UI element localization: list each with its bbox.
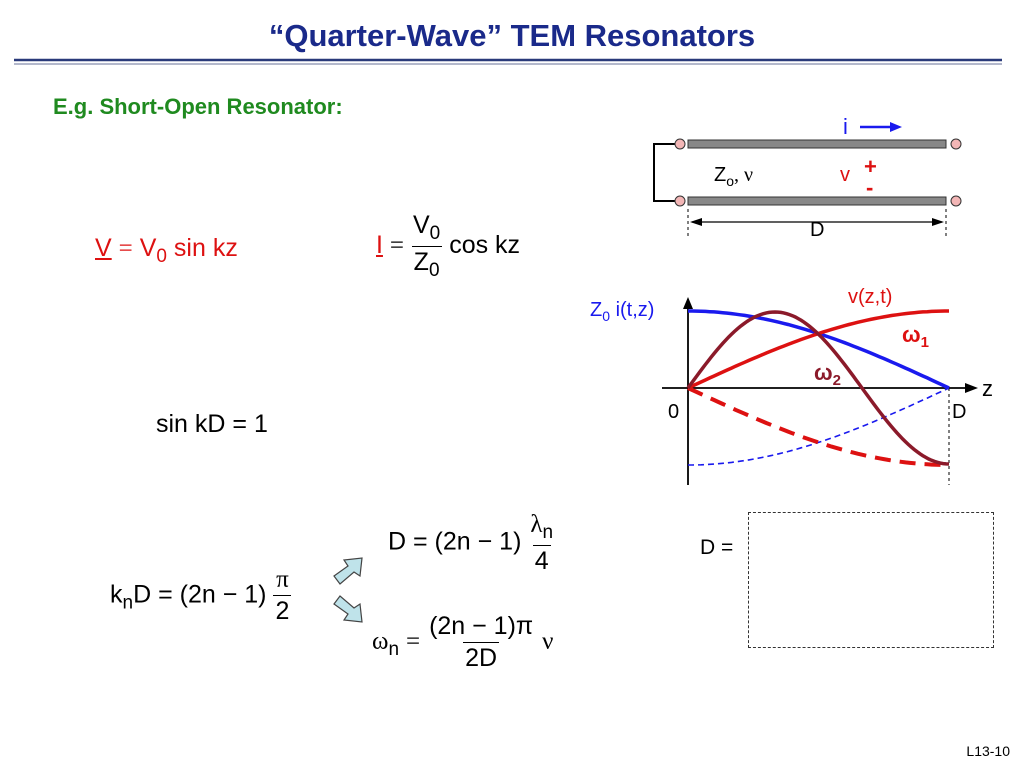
voltage-equation: V = V0 sin kz bbox=[95, 234, 238, 267]
plus-sign: + bbox=[864, 154, 877, 179]
slide-title: “Quarter-Wave” TEM Resonators bbox=[268, 18, 756, 53]
terminal-left-bottom bbox=[674, 195, 686, 207]
y-axis-arrow-icon bbox=[683, 297, 693, 309]
arrow-down-icon bbox=[333, 595, 363, 623]
current-plot-label: Z0 i(t,z) bbox=[590, 299, 654, 324]
top-conductor bbox=[687, 139, 947, 149]
z-axis-label: z bbox=[982, 376, 993, 401]
length-equation: D = (2n − 1) λn 4 bbox=[388, 511, 554, 575]
voltage-curve-omega2 bbox=[686, 310, 950, 466]
title-underline bbox=[14, 58, 1002, 65]
current-curve-negative bbox=[688, 387, 950, 466]
length-label: D bbox=[810, 219, 824, 241]
pi-over-two: π 2 bbox=[273, 566, 292, 625]
lambda-over-four: λn 4 bbox=[530, 511, 554, 575]
slide-subtitle: E.g. Short-Open Resonator: bbox=[53, 94, 343, 119]
standing-wave-plot: v(z,t) Z0 i(t,z) ω1 ω2 z 0 D bbox=[590, 286, 993, 485]
current-equation: I = V0 Z0 cos kz bbox=[376, 211, 521, 281]
terminal-right-top bbox=[950, 138, 962, 150]
omega1-label: ω1 bbox=[902, 322, 929, 351]
origin-label: 0 bbox=[668, 401, 679, 423]
end-label: D bbox=[952, 401, 966, 423]
omega2-label: ω2 bbox=[814, 360, 841, 389]
frequency-equation: ωn = (2n − 1)π 2D ν bbox=[372, 612, 554, 672]
voltage-curve-negative bbox=[687, 386, 949, 467]
short-circuit bbox=[653, 143, 676, 202]
current-label: i bbox=[843, 114, 848, 139]
terminal-left-top bbox=[674, 138, 686, 150]
answer-label: D = bbox=[700, 536, 734, 559]
arrow-up-icon bbox=[333, 557, 363, 585]
terminal-right-bottom bbox=[950, 195, 962, 207]
frequency-fraction: (2n − 1)π 2D bbox=[429, 612, 534, 672]
answer-box bbox=[748, 512, 994, 648]
voltage-label: v bbox=[840, 164, 850, 186]
slide-number: L13-10 bbox=[966, 743, 1010, 759]
impedance-label: Zo, ν bbox=[714, 164, 753, 189]
voltage-phasor: V bbox=[95, 234, 112, 262]
transmission-line-diagram: i Zo, ν v + - D bbox=[653, 114, 962, 241]
current-phasor: I bbox=[376, 231, 383, 260]
length-dimension bbox=[690, 218, 944, 226]
minus-sign: - bbox=[866, 175, 873, 200]
current-arrow-icon bbox=[860, 122, 902, 132]
resonance-condition: sin kD = 1 bbox=[156, 410, 268, 438]
implication-arrows bbox=[333, 557, 363, 623]
kn-equation: knD = (2n − 1) π 2 bbox=[110, 566, 292, 625]
current-fraction: V0 Z0 bbox=[411, 211, 442, 281]
z-axis-arrow-icon bbox=[965, 383, 978, 393]
bottom-conductor bbox=[687, 196, 947, 206]
voltage-plot-label: v(z,t) bbox=[848, 286, 892, 308]
